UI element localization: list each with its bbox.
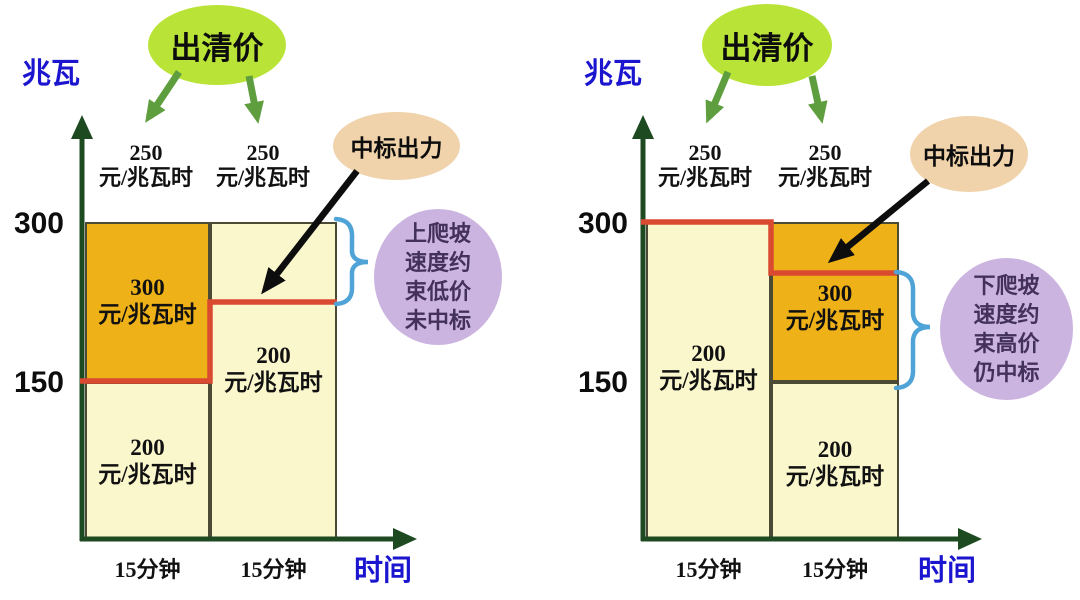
left-tick-300: 300	[13, 207, 64, 240]
right-ramp-annotation-ellipse: 下爬坡 速度约 束高价 仍中标	[940, 258, 1073, 400]
left-ramp-annotation-ellipse: 上爬坡 速度约 束低价 未中标	[374, 209, 502, 345]
right-awarded-output-ellipse: 中标出力	[910, 116, 1028, 192]
left-brace	[333, 216, 369, 307]
left-y-axis-label: 兆瓦	[22, 58, 81, 90]
left-bid-label-200-interval2: 200 元/兆瓦时	[224, 343, 323, 395]
right-interval-1: 15分钟	[675, 557, 742, 582]
left-clearing-arrow-1	[145, 70, 182, 123]
right-tick-150: 150	[577, 366, 628, 399]
left-clearing-price-1: 250 元/兆瓦时	[98, 140, 194, 190]
right-bid-label-300: 300 元/兆瓦时	[785, 281, 885, 333]
left-interval-2: 15分钟	[240, 557, 307, 582]
left-bid-block-200-interval1	[85, 382, 210, 539]
left-clearing-price-ellipse: 出清价	[148, 5, 286, 85]
right-bid-block-200-interval2	[771, 382, 899, 539]
left-tick-150: 150	[13, 366, 64, 399]
right-clearing-arrow-2	[808, 75, 828, 124]
right-x-axis-label: 时间	[918, 555, 977, 587]
right-clearing-arrow-1	[705, 70, 732, 124]
left-x-axis-label: 时间	[354, 555, 413, 587]
left-interval-1: 15分钟	[114, 557, 181, 582]
right-clearing-price-ellipse: 出清价	[702, 4, 832, 86]
right-y-axis-label: 兆瓦	[584, 58, 643, 90]
right-clearing-price-1: 250 元/兆瓦时	[657, 140, 753, 190]
right-bid-label-200-interval2: 200 元/兆瓦时	[785, 437, 885, 489]
right-bid-label-200-interval1: 200 元/兆瓦时	[659, 341, 758, 393]
left-bid-label-200-interval1: 200 元/兆瓦时	[98, 435, 197, 487]
left-awarded-output-ellipse: 中标出力	[333, 112, 460, 180]
right-brace	[893, 269, 931, 391]
left-clearing-price-2: 250 元/兆瓦时	[215, 140, 311, 190]
right-clearing-price-2: 250 元/兆瓦时	[777, 140, 873, 190]
right-interval-2: 15分钟	[801, 557, 868, 582]
right-tick-300: 300	[577, 207, 628, 240]
left-bid-label-300: 300 元/兆瓦时	[98, 275, 197, 327]
left-clearing-arrow-2	[244, 75, 264, 124]
